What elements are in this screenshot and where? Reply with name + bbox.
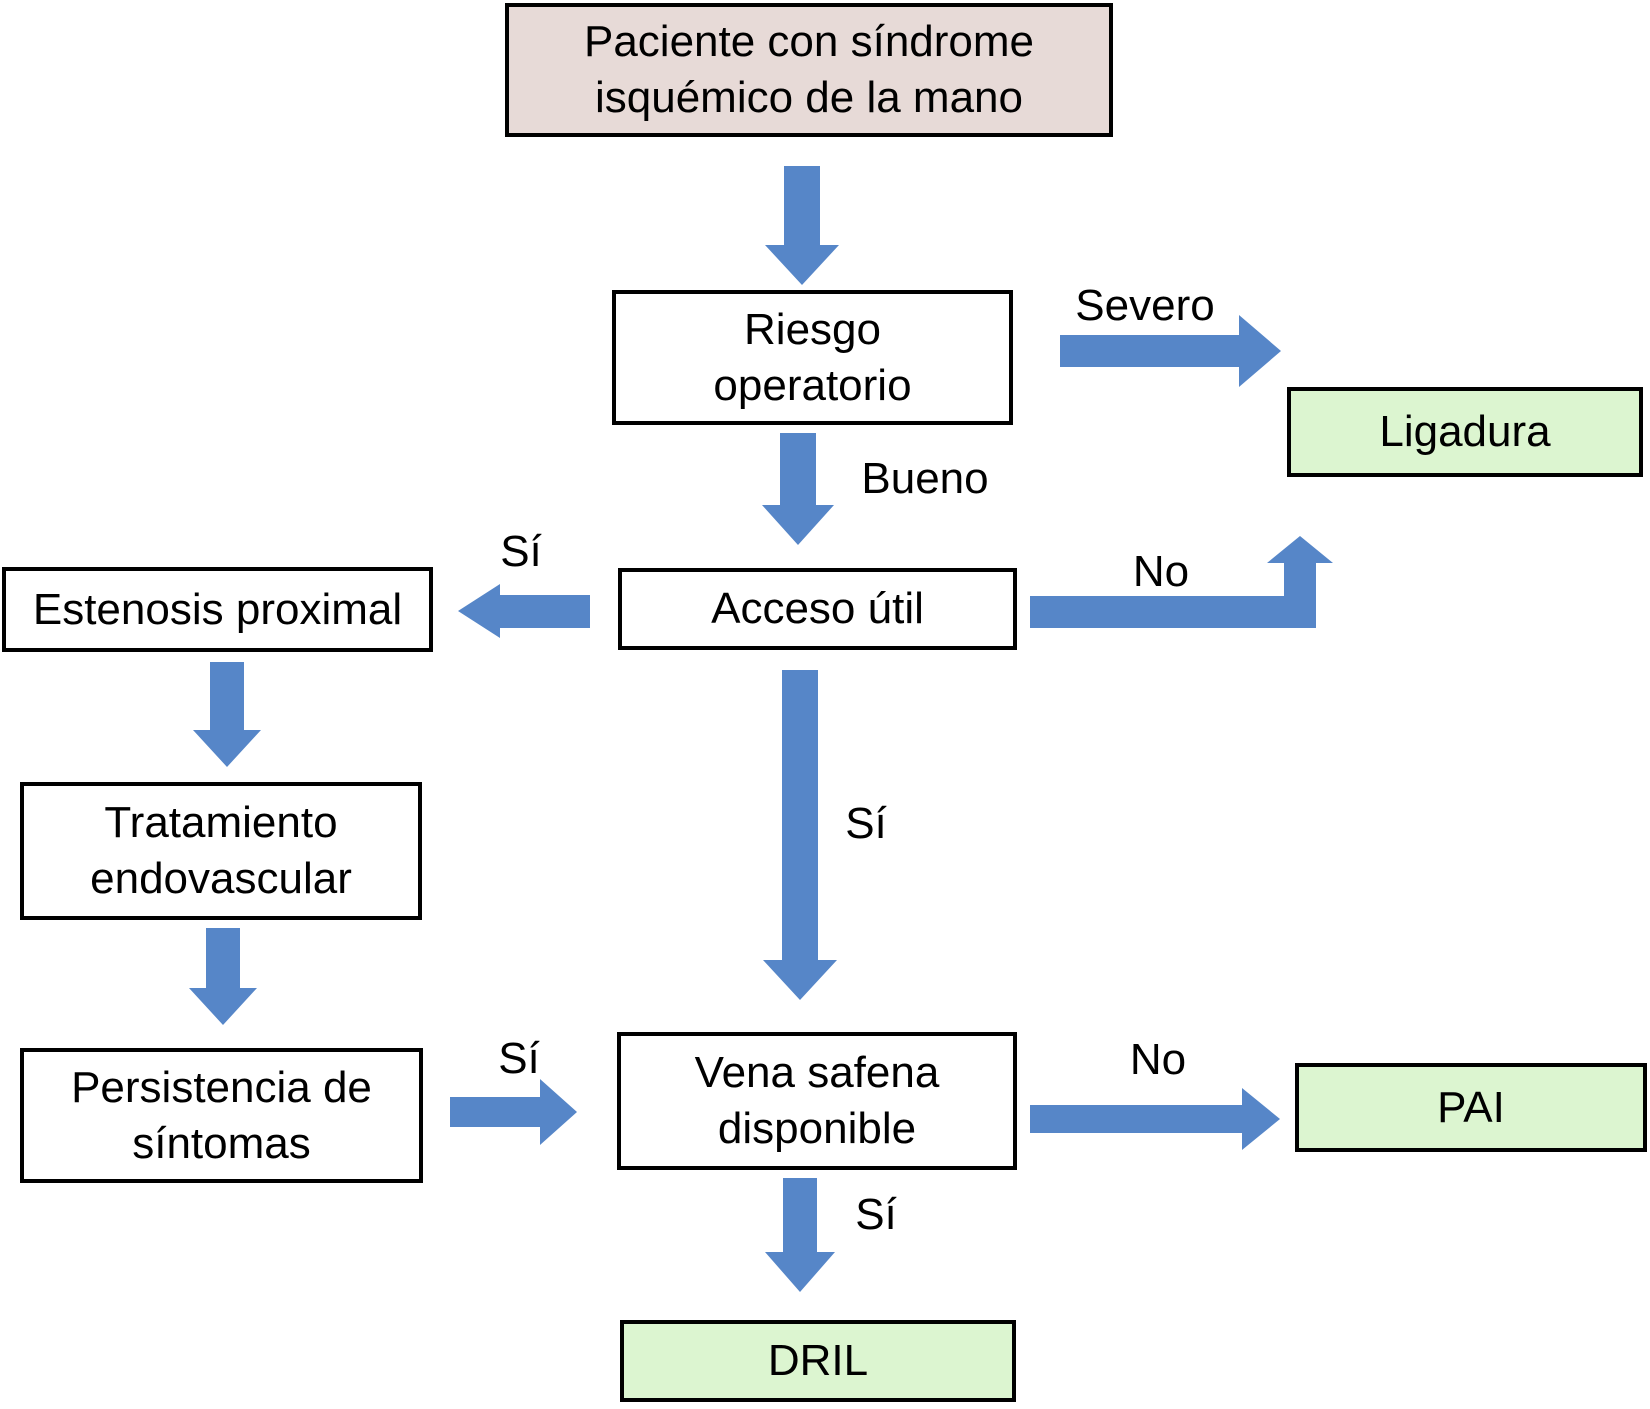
node-riesgo-line1: Riesgo [744,304,881,354]
arrow-riesgo-to-ligadura-severo [1060,315,1281,387]
node-ligadura-label: Ligadura [1379,407,1551,457]
node-tratamiento-line2: endovascular [90,854,352,903]
arrow-persistencia-to-vena-si [450,1079,577,1145]
node-acceso-label: Acceso útil [711,584,924,634]
node-acceso-util: Acceso útil [618,568,1017,650]
edge-label-si-estenosis: Sí [500,527,542,576]
edge-label-severo: Severo [1075,281,1215,330]
node-persistencia-sintomas: Persistencia de síntomas [20,1048,423,1183]
arrow-acceso-to-estenosis-si [458,584,590,638]
node-persistencia-line1: Persistencia de [71,1062,372,1112]
edge-label-no-ligadura: No [1132,547,1190,596]
arrow-acceso-to-ligadura-no-elbow [1030,536,1333,628]
node-vena-safena-disponible: Vena safena disponible [617,1032,1017,1170]
node-ligadura: Ligadura [1287,387,1643,477]
node-estenosis-proximal: Estenosis proximal [2,567,433,652]
node-riesgo-line2: operatorio [713,360,912,410]
node-estenosis-label: Estenosis proximal [32,584,403,634]
node-vena-line2: disponible [717,1104,917,1153]
arrow-acceso-to-vena-si [763,670,837,1000]
node-patient-line1: Paciente con síndrome [583,17,1035,67]
node-vena-line1: Vena safena [694,1048,940,1098]
edge-label-si-vena-safena: Sí [845,799,887,848]
arrow-vena-to-dril-si [765,1178,835,1292]
arrow-vena-to-pai-no [1030,1088,1280,1150]
node-pai-label: PAI [1437,1082,1505,1132]
node-riesgo-operatorio: Riesgo operatorio [612,290,1013,425]
node-patient: Paciente con síndrome isquémico de la ma… [505,3,1113,137]
node-tratamiento-endovascular: Tratamiento endovascular [20,782,422,920]
edge-label-bueno: Bueno [861,454,989,503]
node-dril-label: DRIL [767,1336,869,1386]
arrow-tratamiento-to-persistencia [189,928,257,1025]
arrow-patient-to-riesgo [765,166,839,285]
edge-label-si-persistencia: Sí [498,1034,540,1083]
node-pai: PAI [1295,1063,1647,1152]
node-patient-line2: isquémico de la mano [594,73,1023,122]
node-tratamiento-line1: Tratamiento [104,798,338,848]
arrow-riesgo-to-acceso-bueno [762,433,834,545]
edge-label-si-dril: Sí [855,1190,897,1239]
arrow-estenosis-to-tratamiento [193,662,261,767]
edge-label-no-pai: No [1129,1035,1187,1084]
node-persistencia-line2: síntomas [132,1118,311,1168]
node-dril: DRIL [620,1320,1016,1402]
